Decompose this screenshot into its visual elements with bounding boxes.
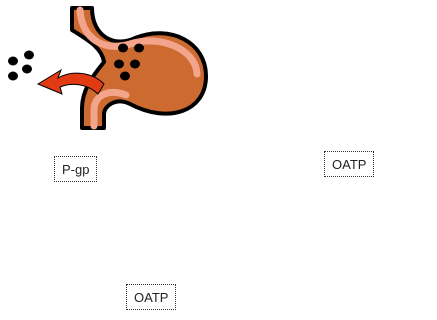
drug-dots-outside-left (8, 51, 34, 81)
pgp-label: P-gp (54, 156, 97, 182)
stomach-icon-left (72, 8, 206, 128)
oatp-label-right: OATP (324, 151, 374, 177)
oatp-label-bottom: OATP (126, 284, 176, 310)
